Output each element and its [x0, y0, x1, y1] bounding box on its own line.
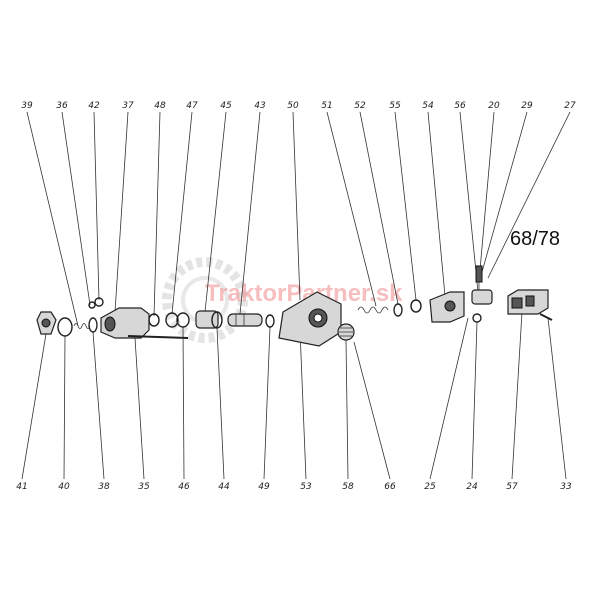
callout-label-top: 27: [564, 101, 576, 111]
callout-label-top: 29: [521, 101, 533, 111]
callout-label-top: 54: [422, 101, 434, 111]
leader-line: [511, 311, 523, 480]
callout-label-bottom: 35: [138, 482, 150, 492]
callout-label-top: 55: [389, 101, 401, 111]
part-58-filter-disc: [337, 323, 355, 341]
part-42-ring: [94, 297, 104, 307]
part-39-spring: [73, 323, 91, 329]
leader-line: [92, 331, 105, 480]
callout-label-top: 39: [21, 101, 33, 111]
leader-line: [299, 329, 307, 480]
callout-label-bottom: 40: [58, 482, 70, 492]
callout-label-bottom: 66: [384, 482, 396, 492]
leader-line: [292, 111, 301, 301]
part-56-valve: [471, 265, 493, 323]
part-50-main-body: [278, 291, 342, 347]
part-37-housing: [100, 307, 189, 339]
leader-line: [459, 111, 479, 293]
leader-line: [63, 335, 66, 480]
leader-line: [204, 111, 227, 313]
leader-line: [182, 326, 185, 480]
callout-label-bottom: 46: [178, 482, 190, 492]
part-54-flange: [429, 291, 465, 323]
callout-label-bottom: 25: [424, 482, 436, 492]
part-48-seal: [148, 313, 160, 327]
part-52-ring: [393, 303, 403, 317]
leader-line: [239, 111, 261, 315]
leader-line: [93, 111, 100, 301]
part-41-nut: [36, 311, 57, 335]
callout-label-top: 56: [454, 101, 466, 111]
part-55-ring: [410, 299, 422, 313]
leader-line: [61, 111, 91, 306]
leader-lines: [21, 111, 571, 480]
callout-label-bottom: 44: [218, 482, 230, 492]
callout-label-top: 50: [287, 101, 299, 111]
callout-label-bottom: 57: [506, 482, 518, 492]
leader-line: [134, 337, 145, 480]
watermark-gear-icon: [162, 257, 248, 343]
part-43-piston: [227, 313, 263, 327]
leader-line: [171, 111, 193, 315]
part-33-pin: [539, 313, 553, 321]
callout-label-top: 36: [56, 101, 68, 111]
leader-line: [263, 326, 271, 480]
callout-label-bottom: 24: [466, 482, 478, 492]
callout-label-bottom: 53: [300, 482, 312, 492]
leader-line: [471, 321, 478, 480]
callout-label-top: 48: [154, 101, 166, 111]
leader-line: [427, 111, 446, 297]
leader-line: [547, 317, 567, 480]
leader-line: [359, 111, 399, 305]
leader-line: [21, 333, 47, 480]
callout-label-top: 20: [488, 101, 500, 111]
callout-label-bottom: 49: [258, 482, 270, 492]
leader-line: [479, 111, 495, 271]
callout-label-bottom: 41: [16, 482, 27, 492]
part-46-ring: [176, 312, 190, 328]
callout-label-top: 52: [354, 101, 366, 111]
callout-label-top: 47: [186, 101, 198, 111]
leader-line: [481, 111, 528, 273]
callout-label-top: 51: [321, 101, 332, 111]
leader-line: [429, 317, 469, 480]
part-40-o-ring: [57, 317, 73, 337]
part-45-sleeve: [195, 310, 223, 329]
reference-code: 68/78: [510, 228, 560, 250]
leader-line: [353, 341, 391, 480]
leader-line: [345, 339, 349, 480]
leader-line: [326, 111, 377, 307]
bottom-callout-labels: 41 40 38 35 46 44 49 53 58 66 25 24 57 33: [16, 482, 572, 492]
leader-line: [394, 111, 417, 301]
part-36-ball: [88, 301, 96, 309]
part-57-block: [507, 289, 549, 315]
leader-line: [114, 111, 129, 313]
leader-line: [216, 327, 225, 480]
part-38-washer: [88, 317, 98, 333]
part-49-ring: [265, 314, 275, 328]
top-callout-labels: 39 36 42 37 48 47 45 43 50 51 52 55 54 56 20 29 27: [21, 101, 576, 111]
parts-assembly: [36, 265, 553, 347]
callout-label-bottom: 38: [98, 482, 110, 492]
callout-label-top: 45: [220, 101, 232, 111]
callout-label-top: 42: [88, 101, 100, 111]
leader-line: [26, 111, 79, 327]
callout-label-bottom: 33: [560, 482, 572, 492]
callout-label-top: 43: [254, 101, 266, 111]
part-47-ring: [165, 312, 179, 328]
leader-line: [153, 111, 161, 317]
part-51-spring: [357, 306, 389, 314]
leader-line: [487, 111, 571, 279]
callout-label-top: 37: [122, 101, 134, 111]
callout-label-bottom: 58: [342, 482, 354, 492]
